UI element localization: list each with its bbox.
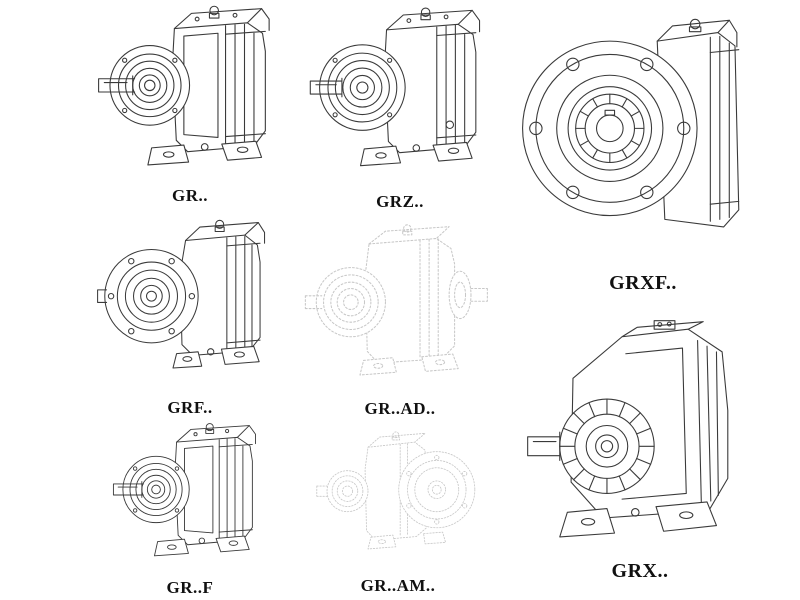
gearbox-gram-illustration — [293, 418, 503, 568]
figure-cell-grft: GR..F — [92, 420, 288, 598]
gearbox-grf-illustration — [88, 210, 293, 394]
figure-label-gr: GR.. — [172, 186, 208, 205]
figure-label-grxf: GRXF.. — [609, 272, 677, 294]
figure-cell-gr: GR.. — [85, 2, 295, 206]
gearbox-grad-illustration — [295, 213, 505, 395]
figure-label-grx: GRX.. — [611, 560, 669, 582]
figure-cell-grf: GRF.. — [85, 210, 295, 418]
figure-label-grad: GR..AD.. — [364, 399, 436, 418]
figure-label-grf: GRF.. — [167, 398, 213, 417]
figure-label-grft: GR..F — [166, 578, 214, 597]
figure-cell-grx: GRX.. — [508, 316, 772, 583]
gearbox-grft-illustration — [95, 420, 285, 570]
figure-cell-grxf: GRXF.. — [512, 6, 774, 295]
gearbox-gr-illustration — [88, 2, 293, 182]
gearbox-grxf-illustration — [515, 6, 771, 264]
figure-cell-gram: GR..AM.. — [290, 418, 506, 596]
figure-cell-grz: GRZ.. — [295, 2, 505, 212]
figure-label-gram: GR..AM.. — [360, 576, 436, 595]
gearbox-grz-illustration — [298, 2, 503, 188]
figure-label-grz: GRZ.. — [376, 192, 424, 211]
figure-cell-grad: GR..AD.. — [292, 213, 508, 419]
gearbox-grx-illustration — [511, 316, 769, 552]
